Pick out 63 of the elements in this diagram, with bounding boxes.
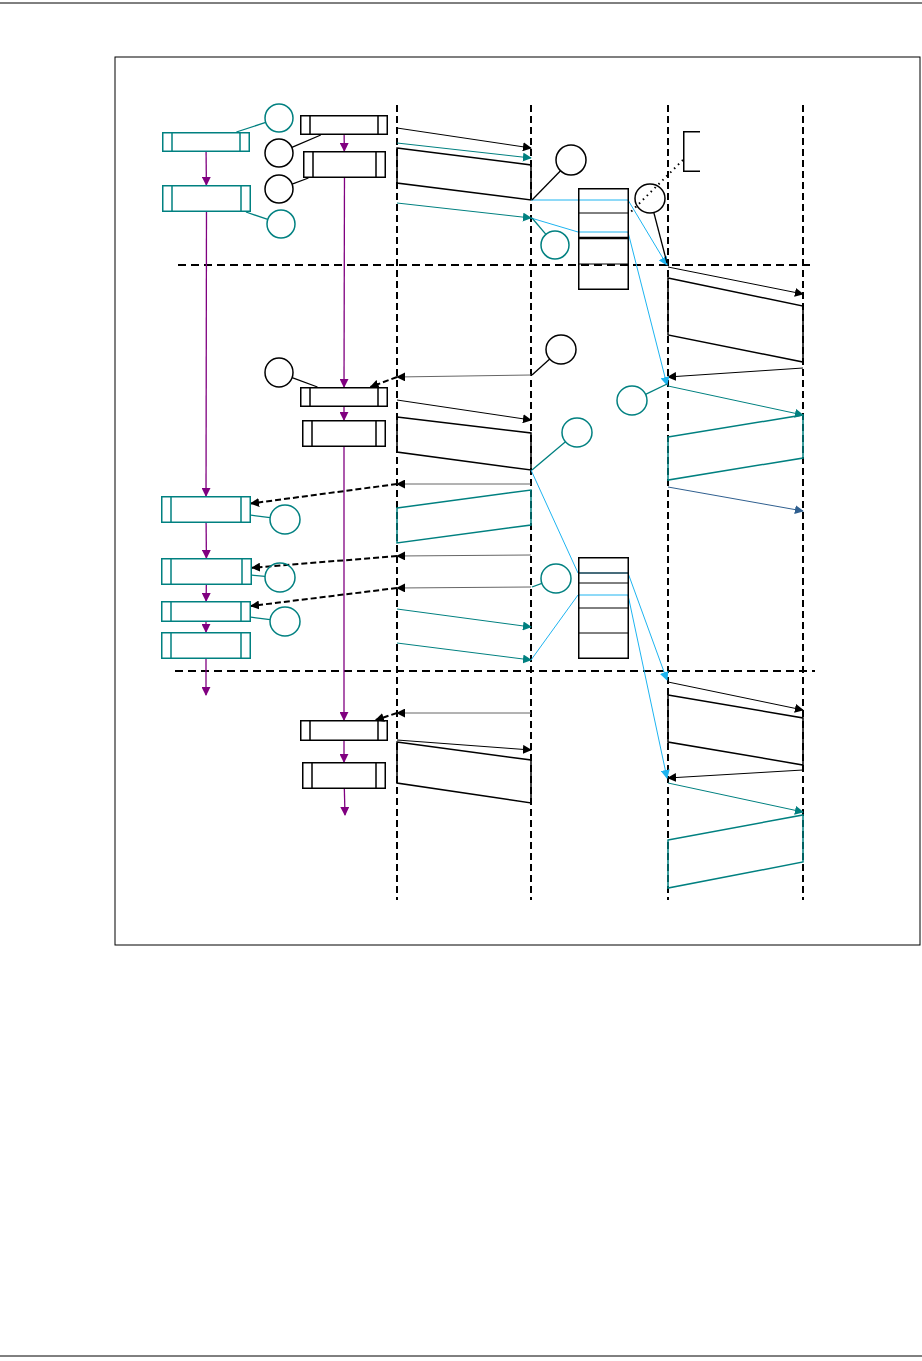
buffer-stack — [578, 188, 629, 290]
callout-circle — [264, 357, 294, 388]
process-box — [161, 558, 252, 585]
arrow — [339, 740, 349, 763]
leader-line — [531, 358, 551, 376]
callout-circle — [269, 606, 301, 637]
leader-line — [531, 217, 547, 235]
leader-line — [251, 574, 266, 577]
leader-line — [235, 121, 267, 133]
callout-circle — [264, 562, 296, 593]
process-box — [300, 720, 388, 741]
callout-circle — [561, 417, 593, 448]
leader-line — [245, 211, 269, 221]
process-box — [162, 185, 251, 212]
leader-line — [644, 383, 668, 395]
dotted-leader-line — [628, 158, 684, 215]
leader-line — [250, 514, 271, 519]
process-box — [161, 601, 251, 622]
arrow — [339, 134, 349, 152]
arrow — [340, 788, 350, 816]
callout-circle — [264, 174, 294, 204]
arrow — [201, 211, 211, 497]
callout-circle — [616, 385, 648, 416]
process-box — [300, 387, 388, 407]
callout-circle — [555, 144, 587, 176]
leader-line — [531, 582, 543, 588]
leader-line — [291, 177, 310, 185]
leader-line — [291, 134, 322, 149]
dashed-arrow — [374, 712, 398, 722]
callout-circle — [540, 230, 570, 260]
arrow — [339, 406, 349, 421]
process-box — [303, 151, 386, 178]
callout-circle — [264, 103, 294, 133]
leader-line — [531, 170, 562, 201]
bracket — [683, 131, 700, 172]
arrow — [339, 177, 349, 388]
callout-circle — [264, 138, 294, 168]
callout-circle — [545, 334, 577, 365]
leader-line — [653, 211, 668, 264]
dashed-arrow — [369, 376, 398, 389]
leader-line — [531, 441, 567, 471]
dashed-arrow — [250, 483, 398, 507]
callout-circle — [540, 563, 572, 594]
process-box — [161, 496, 251, 523]
process-box — [300, 115, 388, 135]
process-box — [302, 762, 386, 789]
leader-line — [250, 616, 271, 621]
callout-circle — [634, 183, 666, 214]
dashed-arrow — [250, 587, 398, 610]
callout-circle — [266, 209, 296, 239]
buffer-stack — [578, 557, 629, 659]
arrow — [201, 151, 211, 186]
callout-circle — [269, 504, 301, 535]
arrow — [201, 621, 211, 633]
arrow — [201, 522, 211, 559]
arrow — [201, 658, 211, 696]
leader-line — [291, 376, 319, 388]
dashed-arrow — [251, 555, 398, 572]
arrow — [339, 446, 349, 721]
process-box — [302, 420, 386, 447]
arrow — [201, 584, 211, 602]
process-box — [161, 632, 251, 659]
process-box — [162, 132, 250, 152]
